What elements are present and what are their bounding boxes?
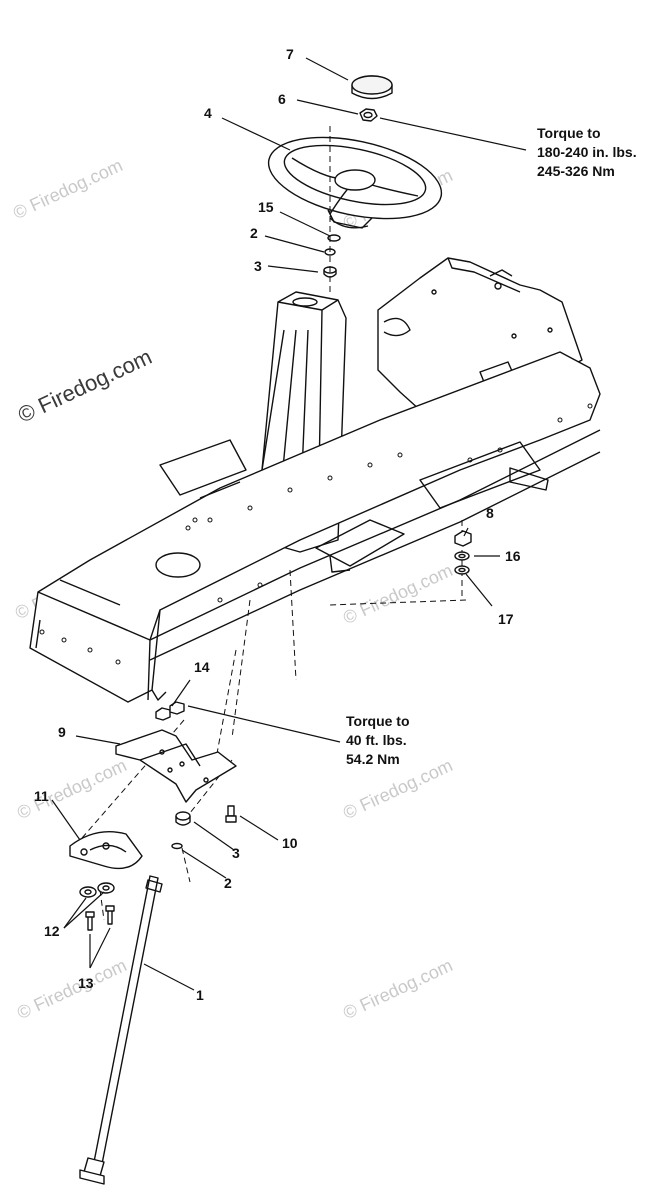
upper-washers (323, 234, 341, 278)
callout-15: 15 (258, 199, 274, 215)
callout-10: 10 (282, 835, 298, 851)
callout-2-upper: 2 (250, 225, 258, 241)
sector-gear-plate (69, 831, 143, 870)
callout-2-lower: 2 (224, 875, 232, 891)
callout-9: 9 (58, 724, 66, 740)
lower-bushing (171, 811, 191, 850)
callout-7: 7 (286, 46, 294, 62)
torque-line: 54.2 Nm (346, 751, 400, 767)
callout-14: 14 (194, 659, 210, 675)
steering-bracket (115, 729, 237, 803)
torque-line: Torque to (537, 125, 601, 141)
nut-washer-stack (454, 530, 472, 575)
callout-8: 8 (486, 505, 494, 521)
torque-spec-flange-nuts: Torque to 40 ft. lbs. 54.2 Nm (346, 712, 410, 769)
bolt (225, 805, 237, 823)
torque-line: 40 ft. lbs. (346, 732, 407, 748)
steering-nut (359, 108, 378, 122)
flange-nuts (155, 701, 185, 721)
callout-6: 6 (278, 91, 286, 107)
steering-cap (351, 75, 393, 100)
torque-spec-steering-nut: Torque to 180-240 in. lbs. 245-326 Nm (537, 124, 637, 181)
callout-11: 11 (34, 788, 49, 804)
callout-4: 4 (204, 105, 212, 121)
callout-16: 16 (505, 548, 521, 564)
torque-line: 245-326 Nm (537, 163, 615, 179)
callout-1: 1 (196, 987, 204, 1003)
torque-line: 180-240 in. lbs. (537, 144, 637, 160)
pivot-washers (79, 882, 115, 931)
callout-17: 17 (498, 611, 514, 627)
steering-shaft (79, 875, 163, 1185)
callout-3-upper: 3 (254, 258, 262, 274)
leader-lines (51, 57, 527, 991)
callout-13: 13 (78, 975, 94, 991)
torque-line: Torque to (346, 713, 410, 729)
steering-wheel (267, 136, 443, 229)
callout-12: 12 (44, 923, 60, 939)
tractor-frame (29, 351, 601, 703)
callout-3-lower: 3 (232, 845, 240, 861)
